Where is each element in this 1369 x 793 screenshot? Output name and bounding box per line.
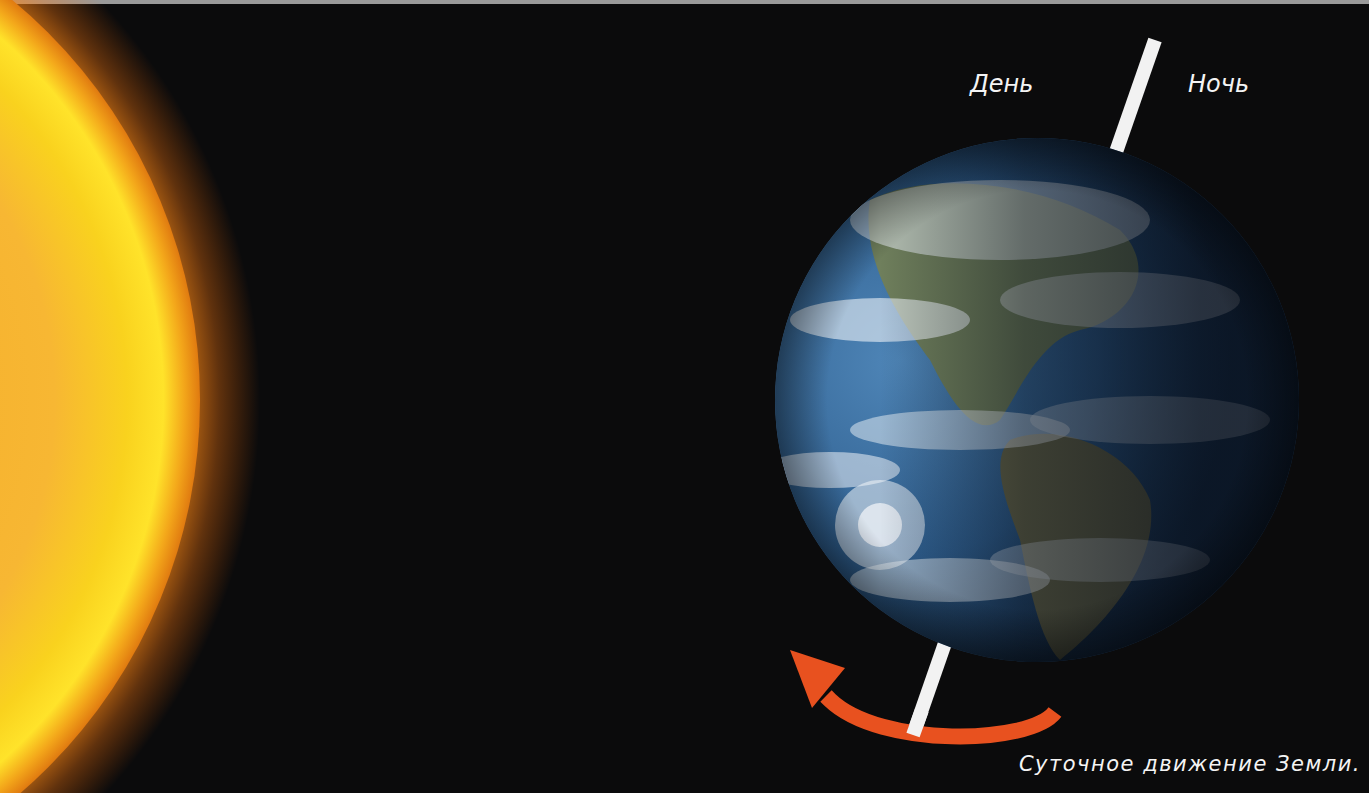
figure-caption: Суточное движение Земли.: [1019, 752, 1361, 776]
side-label: Ночь: [1188, 70, 1249, 98]
side-label: День: [970, 70, 1033, 98]
